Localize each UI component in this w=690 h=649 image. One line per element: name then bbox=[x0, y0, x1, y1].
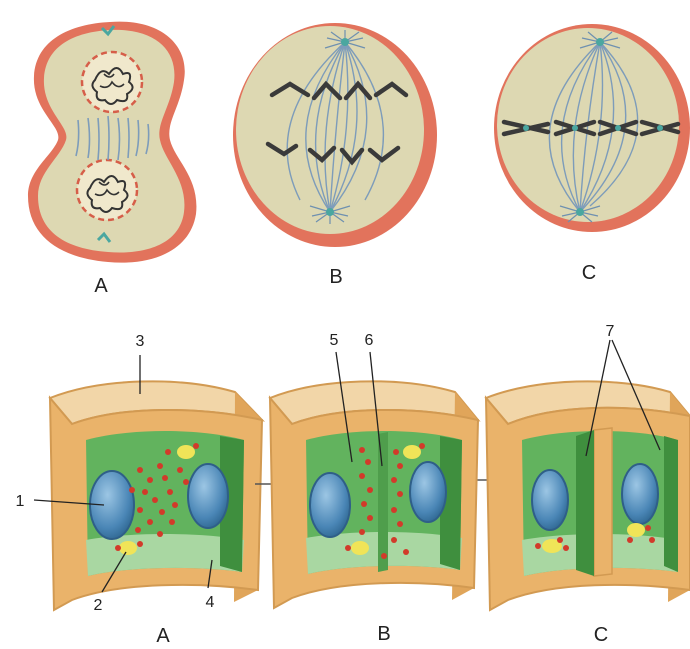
callout-3: 3 bbox=[136, 333, 145, 350]
bottom-label-c: C bbox=[594, 624, 608, 646]
top-label-b: B bbox=[329, 266, 342, 288]
animal-cell-a bbox=[28, 22, 196, 263]
callout-7: 7 bbox=[606, 323, 615, 340]
callout-2: 2 bbox=[94, 597, 103, 614]
callout-5: 5 bbox=[330, 332, 339, 349]
top-label-a: A bbox=[94, 275, 108, 297]
callout-1: 1 bbox=[16, 493, 25, 510]
callout-4: 4 bbox=[206, 594, 215, 611]
animal-cell-b bbox=[233, 23, 437, 247]
top-label-c: C bbox=[582, 262, 596, 284]
bottom-label-a: A bbox=[156, 625, 170, 647]
callout-6: 6 bbox=[365, 332, 374, 349]
plant-cell-a bbox=[50, 381, 262, 610]
plant-cell-c bbox=[486, 381, 690, 610]
bottom-label-b: B bbox=[377, 623, 390, 645]
plant-cell-b bbox=[270, 381, 478, 608]
animal-cell-c bbox=[494, 24, 690, 232]
